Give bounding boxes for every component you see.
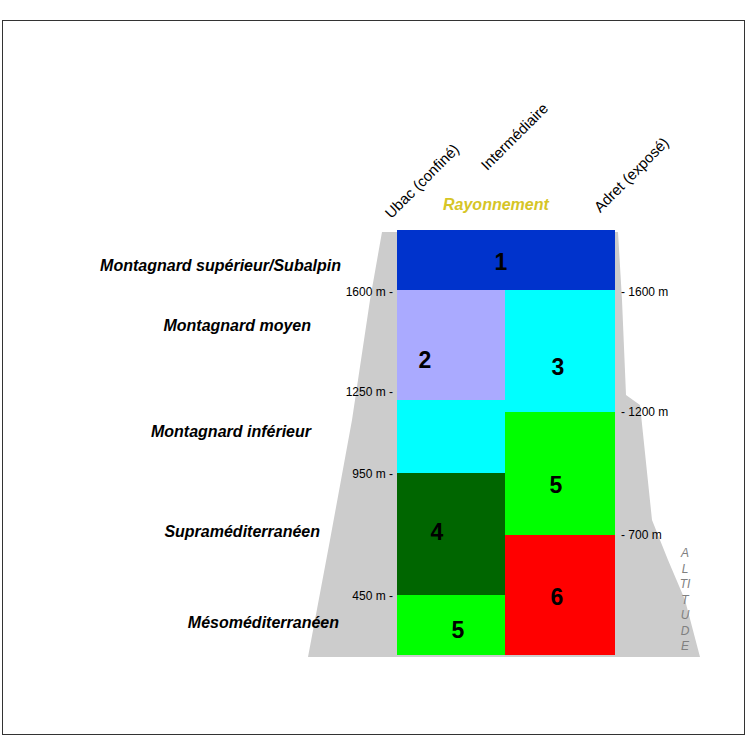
frame	[3, 21, 745, 735]
zone-block: 3	[505, 290, 615, 412]
mountain-silhouette	[308, 232, 700, 657]
zone-number: 2	[419, 347, 432, 374]
zone-number: 6	[551, 584, 564, 611]
altitude-mark: - 1200 m	[621, 405, 668, 419]
zone-number: 5	[550, 472, 563, 499]
zone-block: 5	[397, 595, 505, 655]
axis-title: ALTITUDE	[679, 546, 691, 655]
zone-number: 1	[495, 249, 508, 276]
zone-number: 4	[431, 519, 444, 546]
altitude-mark: 1600 m -	[346, 285, 393, 299]
zone-name: Montagnard supérieur/Subalpin	[100, 257, 341, 275]
zone-block: 6	[505, 535, 615, 655]
column-header: Adret (exposé)	[590, 134, 672, 216]
zone-block: 5	[505, 412, 615, 535]
column-header: Intermédiaire	[477, 99, 552, 174]
altitude-mark: 1250 m -	[346, 385, 393, 399]
altitude-mark: - 700 m	[621, 528, 662, 542]
altitude-mark: - 1600 m	[621, 285, 668, 299]
zone-name: Mésoméditerranéen	[188, 614, 339, 632]
zone-name: Montagnard inférieur	[151, 423, 311, 441]
axis-title: Rayonnement	[443, 196, 549, 214]
zone-block: 4	[397, 473, 505, 595]
zone-name: Montagnard moyen	[163, 317, 311, 335]
zone-number: 3	[552, 354, 565, 381]
zone-number: 5	[452, 617, 465, 644]
altitude-mark: 450 m -	[352, 589, 393, 603]
altitude-mark: 950 m -	[352, 467, 393, 481]
zone-block: 1	[397, 230, 615, 290]
zone-name: Supraméditerranéen	[164, 523, 320, 541]
zone-block	[397, 400, 505, 473]
zone-block: 2	[397, 290, 505, 400]
